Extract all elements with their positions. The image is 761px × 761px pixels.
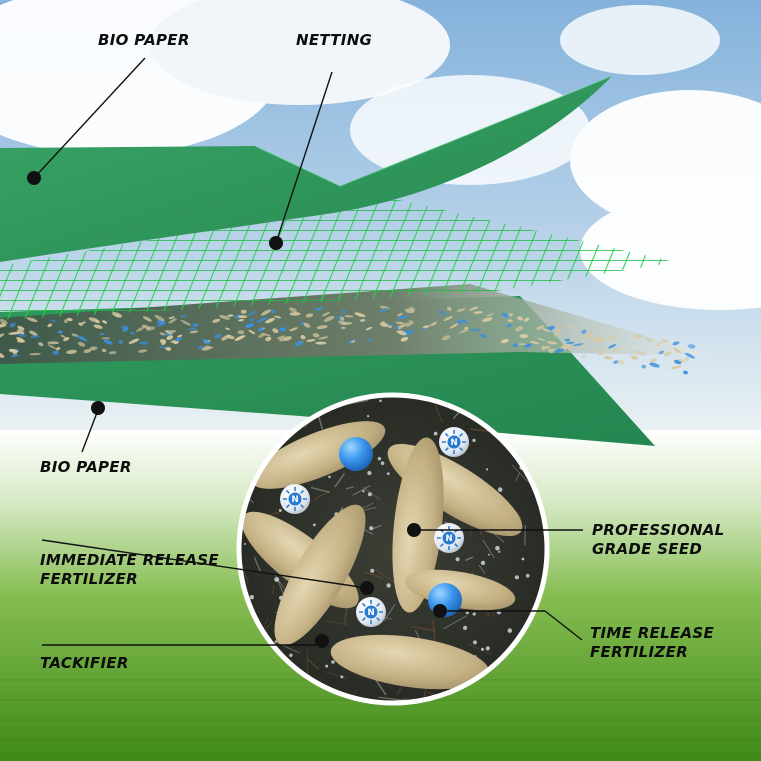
label-immediate-release-fertilizer: IMMEDIATE RELEASE FERTILIZER [40,551,219,588]
nitrogen-symbol: N [291,495,298,505]
nitrogen-ball-icon: N [280,484,310,514]
immediate-release-fertilizer-balls: N N N N [280,427,469,627]
leader-dots [27,171,447,648]
seed-layer [0,284,715,364]
nitrogen-ball-icon: N [356,597,386,627]
nitrogen-ball-icon: N [434,523,464,553]
label-bio-paper-top: BIO PAPER [98,31,190,49]
nitrogen-symbol: N [445,534,452,544]
label-bio-paper-bottom: BIO PAPER [40,458,132,476]
clouds [0,0,761,310]
magnified-view: N N N N [239,395,547,703]
nitrogen-symbol: N [367,608,374,618]
nitrogen-ball-icon: N [439,427,469,457]
nitrogen-symbol: N [450,438,457,448]
bio-paper-top-sheet [0,76,612,262]
netting-layer [0,198,675,320]
leader-lines [33,57,583,646]
label-time-release-fertilizer: TIME RELEASE FERTILIZER [590,624,715,661]
label-professional-grade-seed: PROFESSIONAL GRADE SEED [592,521,725,558]
label-netting: NETTING [296,31,373,49]
label-tackifier: TACKIFIER [40,654,129,672]
magnified-view-border [236,392,550,706]
seed-layer-specks [0,305,696,375]
